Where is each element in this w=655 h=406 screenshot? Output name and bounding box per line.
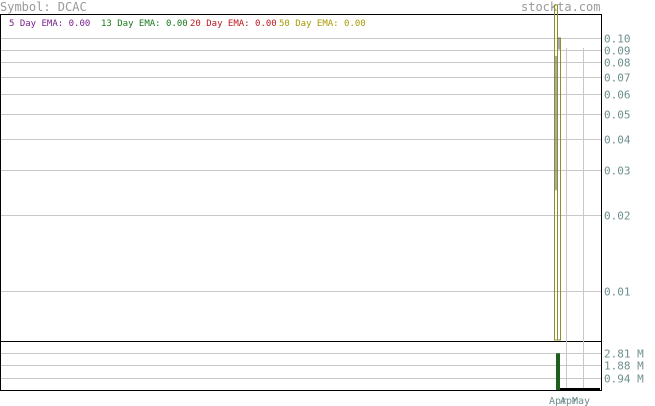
legend-value: 0.00	[344, 19, 366, 29]
brand-logo-text: stockta.com	[521, 0, 601, 14]
symbol-label: Symbol: DCAC	[0, 0, 87, 14]
volume-tick-label: 0.94 M	[604, 373, 644, 386]
volume-tick-label: 1.88 M	[604, 360, 644, 373]
price-tick-label: 0.06	[604, 89, 631, 102]
price-tick-label: 0.10	[604, 33, 631, 46]
price-tick-label: 0.04	[604, 134, 631, 147]
price-tick-label: 0.08	[604, 57, 631, 70]
volume-baseline	[560, 388, 600, 390]
x-tick-label: Apr	[560, 396, 578, 406]
legend-20day-ema: 20 Day EMA: 0.00	[190, 19, 277, 29]
price-tick-label: 0.09	[604, 45, 631, 58]
legend-13day-ema: 13 Day EMA: 0.00	[101, 19, 188, 29]
legend-value: 0.00	[166, 19, 188, 29]
volume-bar	[556, 353, 560, 390]
price-panel-frame	[0, 14, 602, 342]
price-bar	[557, 37, 561, 341]
volume-tick-label: 2.81 M	[604, 348, 644, 361]
legend-label: 13 Day EMA:	[101, 19, 161, 29]
legend-label: 50 Day EMA:	[279, 19, 339, 29]
x-tick-label: May	[572, 396, 590, 406]
legend-value: 0.00	[255, 19, 277, 29]
legend-50day-ema: 50 Day EMA: 0.00	[279, 19, 366, 29]
price-tick-label: 0.03	[604, 165, 631, 178]
legend-label: 20 Day EMA:	[190, 19, 250, 29]
price-tick-label: 0.07	[604, 72, 631, 85]
price-tick-label: 0.05	[604, 109, 631, 122]
legend-value: 0.00	[68, 19, 91, 29]
price-tick-label: 0.01	[604, 286, 631, 299]
legend-5day-ema: 5 Day EMA: 0.00	[9, 19, 90, 29]
price-tick-label: 0.02	[604, 210, 631, 223]
legend-label: 5 Day EMA:	[9, 19, 64, 29]
x-tick-label: Apr	[549, 396, 567, 406]
volume-panel-frame	[0, 341, 602, 391]
